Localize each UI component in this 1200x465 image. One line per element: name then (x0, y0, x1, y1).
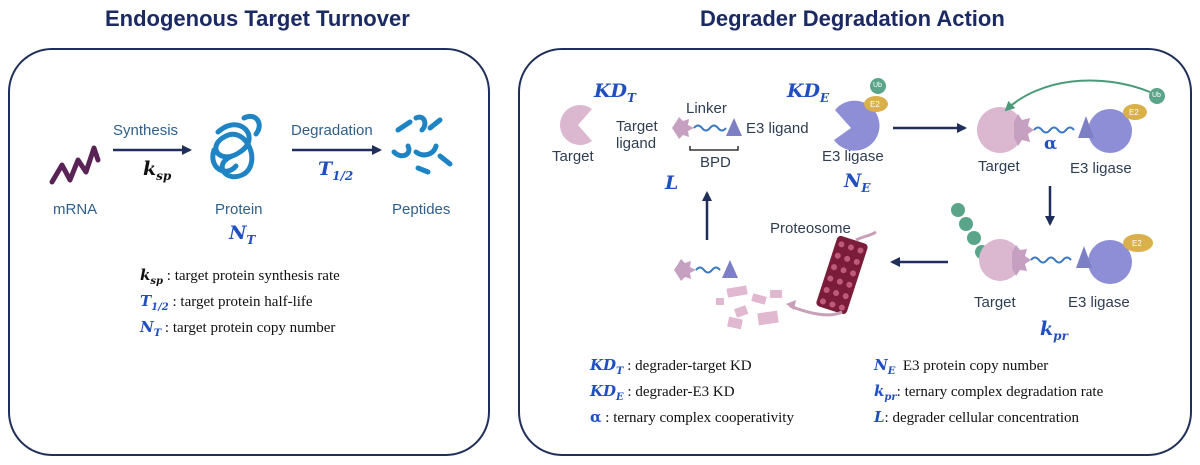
e3-ligand-label: E3 ligand (746, 120, 809, 137)
e3-ligand-icon (726, 118, 742, 136)
target-ligand-label-2: ligand (616, 135, 657, 152)
kde-symbol: KDE (787, 80, 830, 105)
degradation-label: Degradation (291, 122, 373, 139)
legend-thalf: T1/2 : target protein half-life (140, 292, 313, 313)
proteasome-icon (816, 235, 868, 315)
protein-icon (210, 114, 262, 180)
e3-ligase-icon (834, 100, 880, 151)
alpha-symbol: α (1044, 134, 1058, 154)
ub-e3-icon (1088, 240, 1132, 284)
kdt-symbol: KDT (594, 80, 636, 105)
l-symbol: L (665, 172, 679, 194)
ub-label: Ub (873, 82, 882, 89)
e2-icon (864, 96, 888, 112)
legend-alpha: α : ternary complex cooperativity (590, 408, 794, 426)
peptides-icon (391, 114, 453, 175)
ub-target-icon (979, 239, 1021, 281)
ub-target-label: Target (974, 294, 1016, 311)
e3-ligase-label: E3 ligase (822, 148, 884, 165)
linker-icon (693, 124, 727, 132)
ternary-ub-label: Ub (1152, 92, 1161, 99)
ub-e3-ligase-label: E3 ligase (1068, 294, 1130, 311)
legend-ksp: ksp : target protein synthesis rate (140, 266, 340, 287)
ternary-target-label: Target (978, 158, 1020, 175)
thalf-symbol: T1/2 (318, 158, 354, 183)
bpd-bracket (689, 146, 739, 151)
right-panel-title: Degrader Degradation Action (700, 6, 1005, 31)
left-panel-title: Endogenous Target Turnover (105, 6, 410, 31)
ternary-e3-ligase-label: E3 ligase (1070, 160, 1132, 177)
legend-kdt: KDT : degrader-target KD (590, 356, 752, 377)
ub-transfer-arrow (1004, 79, 1151, 112)
kpr-symbol: kpr (1040, 318, 1068, 343)
target-ligand-icon (672, 117, 694, 139)
legend-ne: NE E3 protein copy number (874, 356, 1049, 377)
ternary-e2-label: E2 (1129, 108, 1139, 117)
bpd-label: BPD (700, 154, 731, 171)
ne-symbol: NE (844, 170, 871, 195)
target-label: Target (552, 148, 594, 165)
legend-kpr: kpr: ternary complex degradation rate (874, 382, 1104, 403)
protein-label: Protein (215, 201, 263, 218)
legend-nt: NT : target protein copy number (140, 318, 336, 339)
proteosome-label: Proteosome (770, 220, 851, 237)
ub-complex-e2-label: E2 (1132, 239, 1142, 248)
ternary-e3-icon (1088, 109, 1132, 153)
synthesis-label: Synthesis (113, 122, 179, 139)
ub-icon (870, 78, 886, 94)
e2-label: E2 (870, 100, 880, 109)
mrna-icon (49, 145, 101, 185)
legend-l: L: degrader cellular concentration (874, 408, 1080, 426)
target-icon (560, 105, 592, 145)
ternary-target-icon (977, 107, 1023, 153)
target-ligand-label-1: Target (616, 118, 658, 135)
exit-arrow (789, 304, 843, 317)
legend-kde: KDE : degrader-E3 KD (590, 382, 735, 403)
ksp-symbol: ksp (143, 158, 172, 183)
peptide-fragments (716, 285, 782, 330)
linker-label: Linker (686, 100, 727, 117)
peptides-label: Peptides (392, 201, 451, 218)
nt-symbol: NT (229, 222, 256, 247)
mrna-label: mRNA (53, 201, 98, 218)
